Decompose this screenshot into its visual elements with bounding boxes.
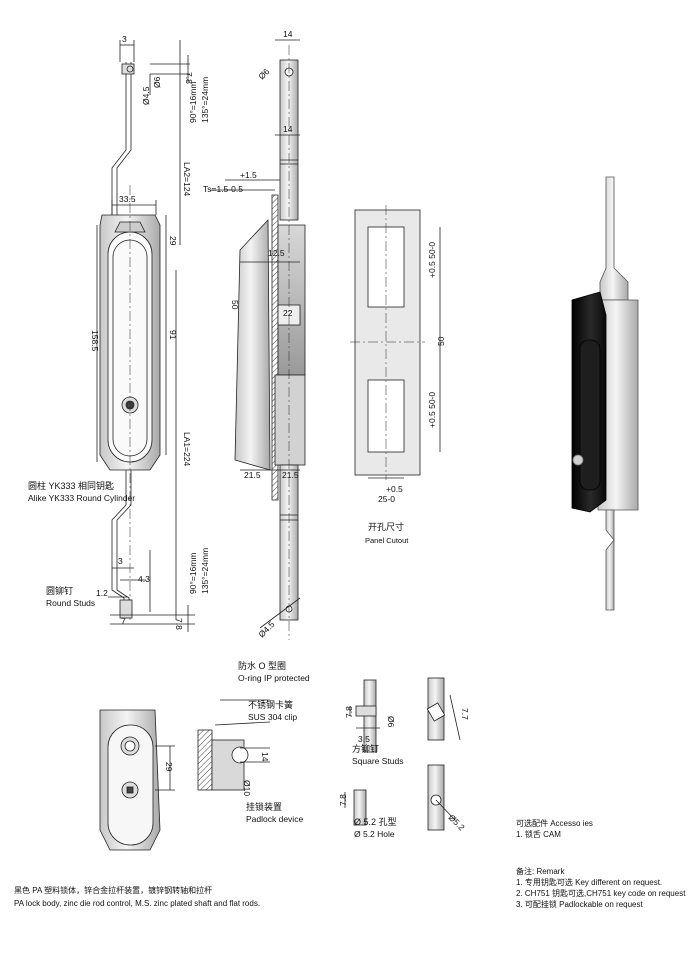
dim-detail-78: 7.8 bbox=[344, 706, 354, 718]
panel-cutout-dimension-text: +0.5 50-0 50 +0.5 50-0 +0.5 25-0 bbox=[378, 242, 446, 504]
material-footer: 黑色 PA 塑料锁体，锌合金拉杆装置，镀锌钢转轴和拉杆 PA lock body… bbox=[14, 884, 260, 910]
side-view bbox=[210, 39, 306, 640]
dim-top-offset: 3 bbox=[122, 34, 127, 44]
oring-label-cn: 防水 O 型圈 bbox=[238, 661, 287, 671]
dim-la2: LA2=124 bbox=[182, 162, 192, 197]
dim-215b: 21.5 bbox=[282, 470, 299, 480]
remarks-item-1: 1. 专用钥匙可选 Key different on request. bbox=[516, 878, 663, 887]
dim-plus15: +1.5 bbox=[240, 170, 257, 180]
hole-label-en: Ø 5.2 Hole bbox=[354, 829, 395, 839]
footer-line-cn: 黑色 PA 塑料锁体，锌合金拉杆装置，镀锌钢转轴和拉杆 bbox=[14, 886, 213, 895]
dim-cutout-width-tol: +0.5 bbox=[386, 484, 403, 494]
cylinder-label-en: Alike YK333 Round Cylinder bbox=[28, 493, 136, 503]
panel-cutout-label-cn: 开孔尺寸 bbox=[368, 522, 405, 532]
accessories-notes: 可选配件 Accesso ies 1. 锁舌 CAM bbox=[516, 818, 593, 840]
dim-bottom-43: 4.3 bbox=[138, 574, 150, 584]
clip-label-cn: 不锈钢卡簧 bbox=[248, 700, 294, 710]
padlock-label-cn: 挂锁装置 bbox=[246, 802, 283, 812]
dim-angle-135-b: 135°=24mm bbox=[200, 548, 210, 594]
dim-detail-77: 7.7 bbox=[460, 708, 470, 720]
clip-label-en: SUS 304 clip bbox=[248, 712, 298, 722]
panel-cutout bbox=[350, 205, 441, 480]
product-photo bbox=[571, 176, 639, 611]
dim-pin-d: Ø4.5 bbox=[141, 86, 151, 105]
hole-label-cn: Ø 5.2 孔型 bbox=[354, 817, 397, 827]
remarks-item-3: 3. 可配挂锁 Padlockable on request bbox=[516, 900, 643, 909]
dim-bottom-12: 1.2 bbox=[96, 588, 108, 598]
dim-detail-14: 14 bbox=[260, 752, 270, 762]
dim-detail-phi10: Ø10 bbox=[242, 780, 252, 796]
dim-bottom-hole: Ø4.5 bbox=[256, 619, 276, 639]
padlock-label-en: Padlock device bbox=[246, 814, 304, 824]
dim-215a: 21.5 bbox=[244, 470, 261, 480]
detail-padlock-front bbox=[99, 709, 175, 851]
dim-cutout-middle: 50 bbox=[436, 336, 446, 346]
dim-cutout-width: 25-0 bbox=[378, 494, 395, 504]
detail-section bbox=[197, 699, 271, 791]
studs-label-en: Round Studs bbox=[46, 598, 96, 608]
dim-detail-29: 29 bbox=[164, 762, 174, 772]
dim-125: 12.5 bbox=[268, 248, 285, 258]
front-view-dimension-text: 3 7.8 Ø6 Ø4.5 135°=24mm 90°=16mm LA2=124… bbox=[90, 34, 210, 630]
dim-top-height: 7.8 bbox=[184, 72, 194, 84]
dim-angle-90: 90°=16mm bbox=[188, 82, 198, 123]
dim-bottom-offset: 3 bbox=[118, 556, 123, 566]
footer-line-en: PA lock body, zinc die rod control, M.S.… bbox=[14, 899, 261, 908]
side-view-dimension-text: 14 Ø6 14 +1.5 Ts=1.5-0.5 12.5 50 22 21.5… bbox=[203, 29, 299, 639]
dim-91: 91 bbox=[168, 330, 178, 340]
dim-hole-d: Ø6 bbox=[152, 76, 162, 88]
dim-cutout-lower: +0.5 50-0 bbox=[427, 392, 437, 428]
dim-top-width: 14 bbox=[283, 29, 293, 39]
accessories-title: 可选配件 Accesso ies bbox=[516, 819, 593, 828]
dim-detail-35: 3.5 bbox=[358, 734, 370, 744]
detail-hole bbox=[344, 764, 456, 831]
dim-detail-phi6: Ø6 bbox=[386, 716, 396, 728]
dim-side-hole: Ø6 bbox=[256, 66, 271, 81]
dim-ts: Ts=1.5-0.5 bbox=[203, 184, 243, 194]
accessories-item-1: 1. 锁舌 CAM bbox=[516, 830, 561, 839]
square-studs-label-cn: 方铆钉 bbox=[352, 744, 380, 754]
dim-angle-135: 135°=24mm bbox=[200, 77, 210, 123]
dim-width: 33.5 bbox=[119, 194, 136, 204]
studs-label-cn: 圆铆钉 bbox=[46, 586, 74, 596]
remarks-item-2: 2. CH751 钥匙可选,CH751 key code on request bbox=[516, 889, 686, 898]
dim-cutout-upper: +0.5 50-0 bbox=[427, 242, 437, 278]
dim-mid-width: 14 bbox=[283, 124, 293, 134]
detail-square-studs bbox=[349, 677, 461, 753]
dim-bottom-78: 7.8 bbox=[174, 618, 184, 630]
square-studs-label-en: Square Studs bbox=[352, 756, 404, 766]
dim-bottom-7: 7 bbox=[121, 616, 126, 626]
dim-angle-90-b: 90°=16mm bbox=[188, 553, 198, 594]
remarks-notes: 备注: Remark 1. 专用钥匙可选 Key different on re… bbox=[516, 866, 685, 910]
oring-label-en: O-ring IP protected bbox=[238, 673, 310, 683]
dim-detail-78b: 7.8 bbox=[338, 794, 348, 806]
dim-body-height: 158.5 bbox=[90, 330, 100, 352]
dim-la1: LA1=224 bbox=[182, 432, 192, 467]
dim-29: 29 bbox=[168, 236, 178, 246]
dim-22: 22 bbox=[283, 308, 293, 318]
remarks-title: 备注: Remark bbox=[516, 867, 565, 876]
dim-50: 50 bbox=[230, 300, 240, 310]
front-view bbox=[96, 40, 195, 632]
cylinder-label-cn: 圆柱 YK333 相同钥匙 bbox=[28, 481, 115, 491]
dim-detail-phi52: Ø5.2 bbox=[447, 812, 467, 832]
panel-cutout-label-en: Panel Cutout bbox=[365, 536, 409, 545]
